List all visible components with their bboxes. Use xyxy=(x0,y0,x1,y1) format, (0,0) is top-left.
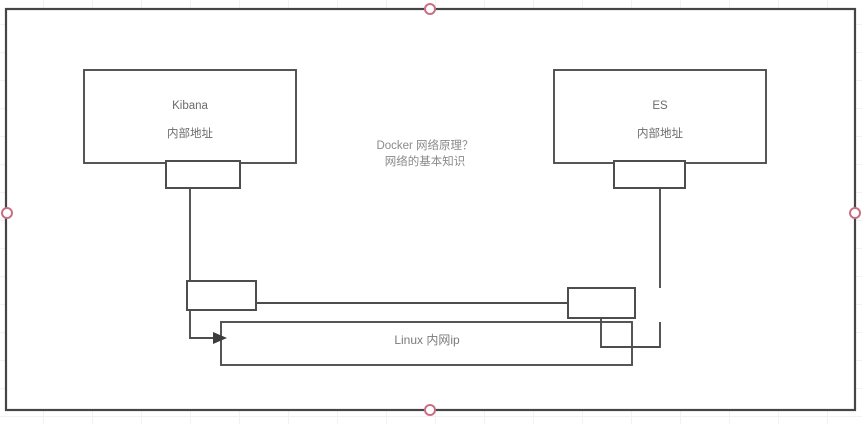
es-box[interactable] xyxy=(553,69,767,164)
resize-handle-bottom[interactable] xyxy=(424,404,436,416)
resize-handle-right[interactable] xyxy=(849,207,861,219)
bridge-right-box[interactable] xyxy=(567,287,636,319)
arrow-head-into-linux xyxy=(213,332,227,344)
resize-handle-top[interactable] xyxy=(424,3,436,15)
es-subtitle: 内部地址 xyxy=(637,126,683,140)
connector-bridge-left-to-linux[interactable] xyxy=(189,310,213,339)
linux-host-box[interactable] xyxy=(220,321,633,366)
note-line-1: Docker 网络原理？ xyxy=(376,138,473,152)
kibana-port-box[interactable] xyxy=(165,160,241,189)
kibana-subtitle: 内部地址 xyxy=(167,126,213,140)
note-line-2: 网络的基本知识 xyxy=(385,154,466,168)
linux-host-label: Linux 内网ip xyxy=(394,333,460,347)
connector-bridge-right-to-linux[interactable] xyxy=(600,318,661,348)
resize-handle-left[interactable] xyxy=(1,207,13,219)
kibana-box[interactable] xyxy=(83,69,297,164)
es-port-box[interactable] xyxy=(613,160,686,189)
bridge-left-box[interactable] xyxy=(186,280,257,311)
es-title: ES xyxy=(652,100,668,112)
kibana-title: Kibana xyxy=(172,100,208,112)
